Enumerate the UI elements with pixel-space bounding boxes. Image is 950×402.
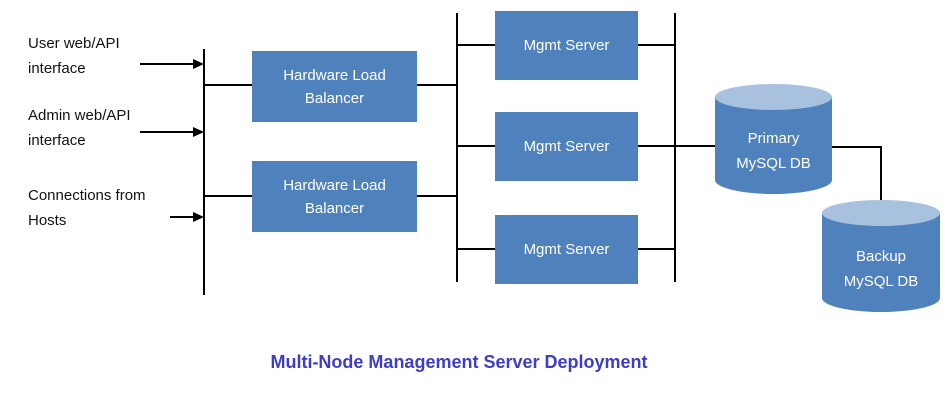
hosts-input-arrow-icon [170, 212, 204, 222]
connector-bus-to-lb2 [204, 195, 252, 197]
connector-mgmt3-to-bus [638, 248, 675, 250]
primary-mysql-db-cylinder: Primary MySQL DB [715, 84, 832, 194]
node-hardware-load-balancer-2: Hardware Load Balancer [252, 161, 417, 232]
mgmt-to-db-bus-line [674, 13, 676, 282]
label-line: Hosts [28, 212, 67, 229]
label-connections-from-hosts: Connections from Hosts [28, 183, 188, 233]
label-line: Connections from [28, 187, 146, 204]
cylinder-body [822, 213, 940, 312]
user-input-arrow-icon [140, 59, 204, 69]
cylinder-label-line: Backup [855, 248, 907, 265]
diagram-title: Multi-Node Management Server Deployment [270, 352, 648, 372]
connector-bus-to-mgmt3 [457, 248, 495, 250]
cylinder-label-line: Primary [747, 130, 800, 147]
connector-mgmt2-to-primary-db [638, 145, 715, 147]
node-label-line: Mgmt Server [523, 37, 610, 54]
connector-bus-to-mgmt2 [457, 145, 495, 147]
connector-bus-to-lb1 [204, 84, 252, 86]
cylinder-top-ellipse [822, 200, 940, 226]
cylinder-label: Primary MySQL DB [715, 126, 832, 176]
connector-primary-to-backup-vertical [880, 146, 882, 208]
node-label-line: Balancer [304, 89, 365, 107]
connector-lb1-to-bus [417, 84, 457, 86]
cylinder-label: Backup MySQL DB [822, 244, 940, 294]
node-label-line: Balancer [304, 199, 365, 217]
cylinder-label-line: MySQL DB [843, 273, 919, 290]
input-bus-line [203, 49, 205, 295]
node-label-line: Hardware Load [283, 176, 386, 194]
label-line: Admin web/API [28, 107, 131, 124]
cylinder-label-line: MySQL DB [736, 155, 811, 172]
backup-mysql-db-cylinder: Backup MySQL DB [822, 200, 940, 312]
lb-to-mgmt-bus-line [456, 13, 458, 282]
node-label-line: Hardware Load [283, 66, 386, 84]
node-mgmt-server-2: Mgmt Server [495, 112, 638, 181]
label-line: interface [28, 60, 86, 77]
node-label-line: Mgmt Server [523, 138, 610, 155]
node-label-line: Mgmt Server [523, 241, 610, 258]
connector-primary-to-backup-horizontal [832, 146, 882, 148]
node-mgmt-server-3: Mgmt Server [495, 215, 638, 284]
label-admin-web-api: Admin web/API interface [28, 103, 188, 153]
cylinder-body [715, 97, 832, 194]
label-line: interface [28, 132, 86, 149]
node-mgmt-server-1: Mgmt Server [495, 11, 638, 80]
node-hardware-load-balancer-1: Hardware Load Balancer [252, 51, 417, 122]
label-user-web-api: User web/API interface [28, 31, 188, 81]
connector-bus-to-mgmt1 [457, 44, 495, 46]
connector-mgmt1-to-bus [638, 44, 675, 46]
cylinder-top-ellipse [715, 84, 832, 110]
admin-input-arrow-icon [140, 127, 204, 137]
connector-lb2-to-bus [417, 195, 457, 197]
label-line: User web/API [28, 35, 120, 52]
